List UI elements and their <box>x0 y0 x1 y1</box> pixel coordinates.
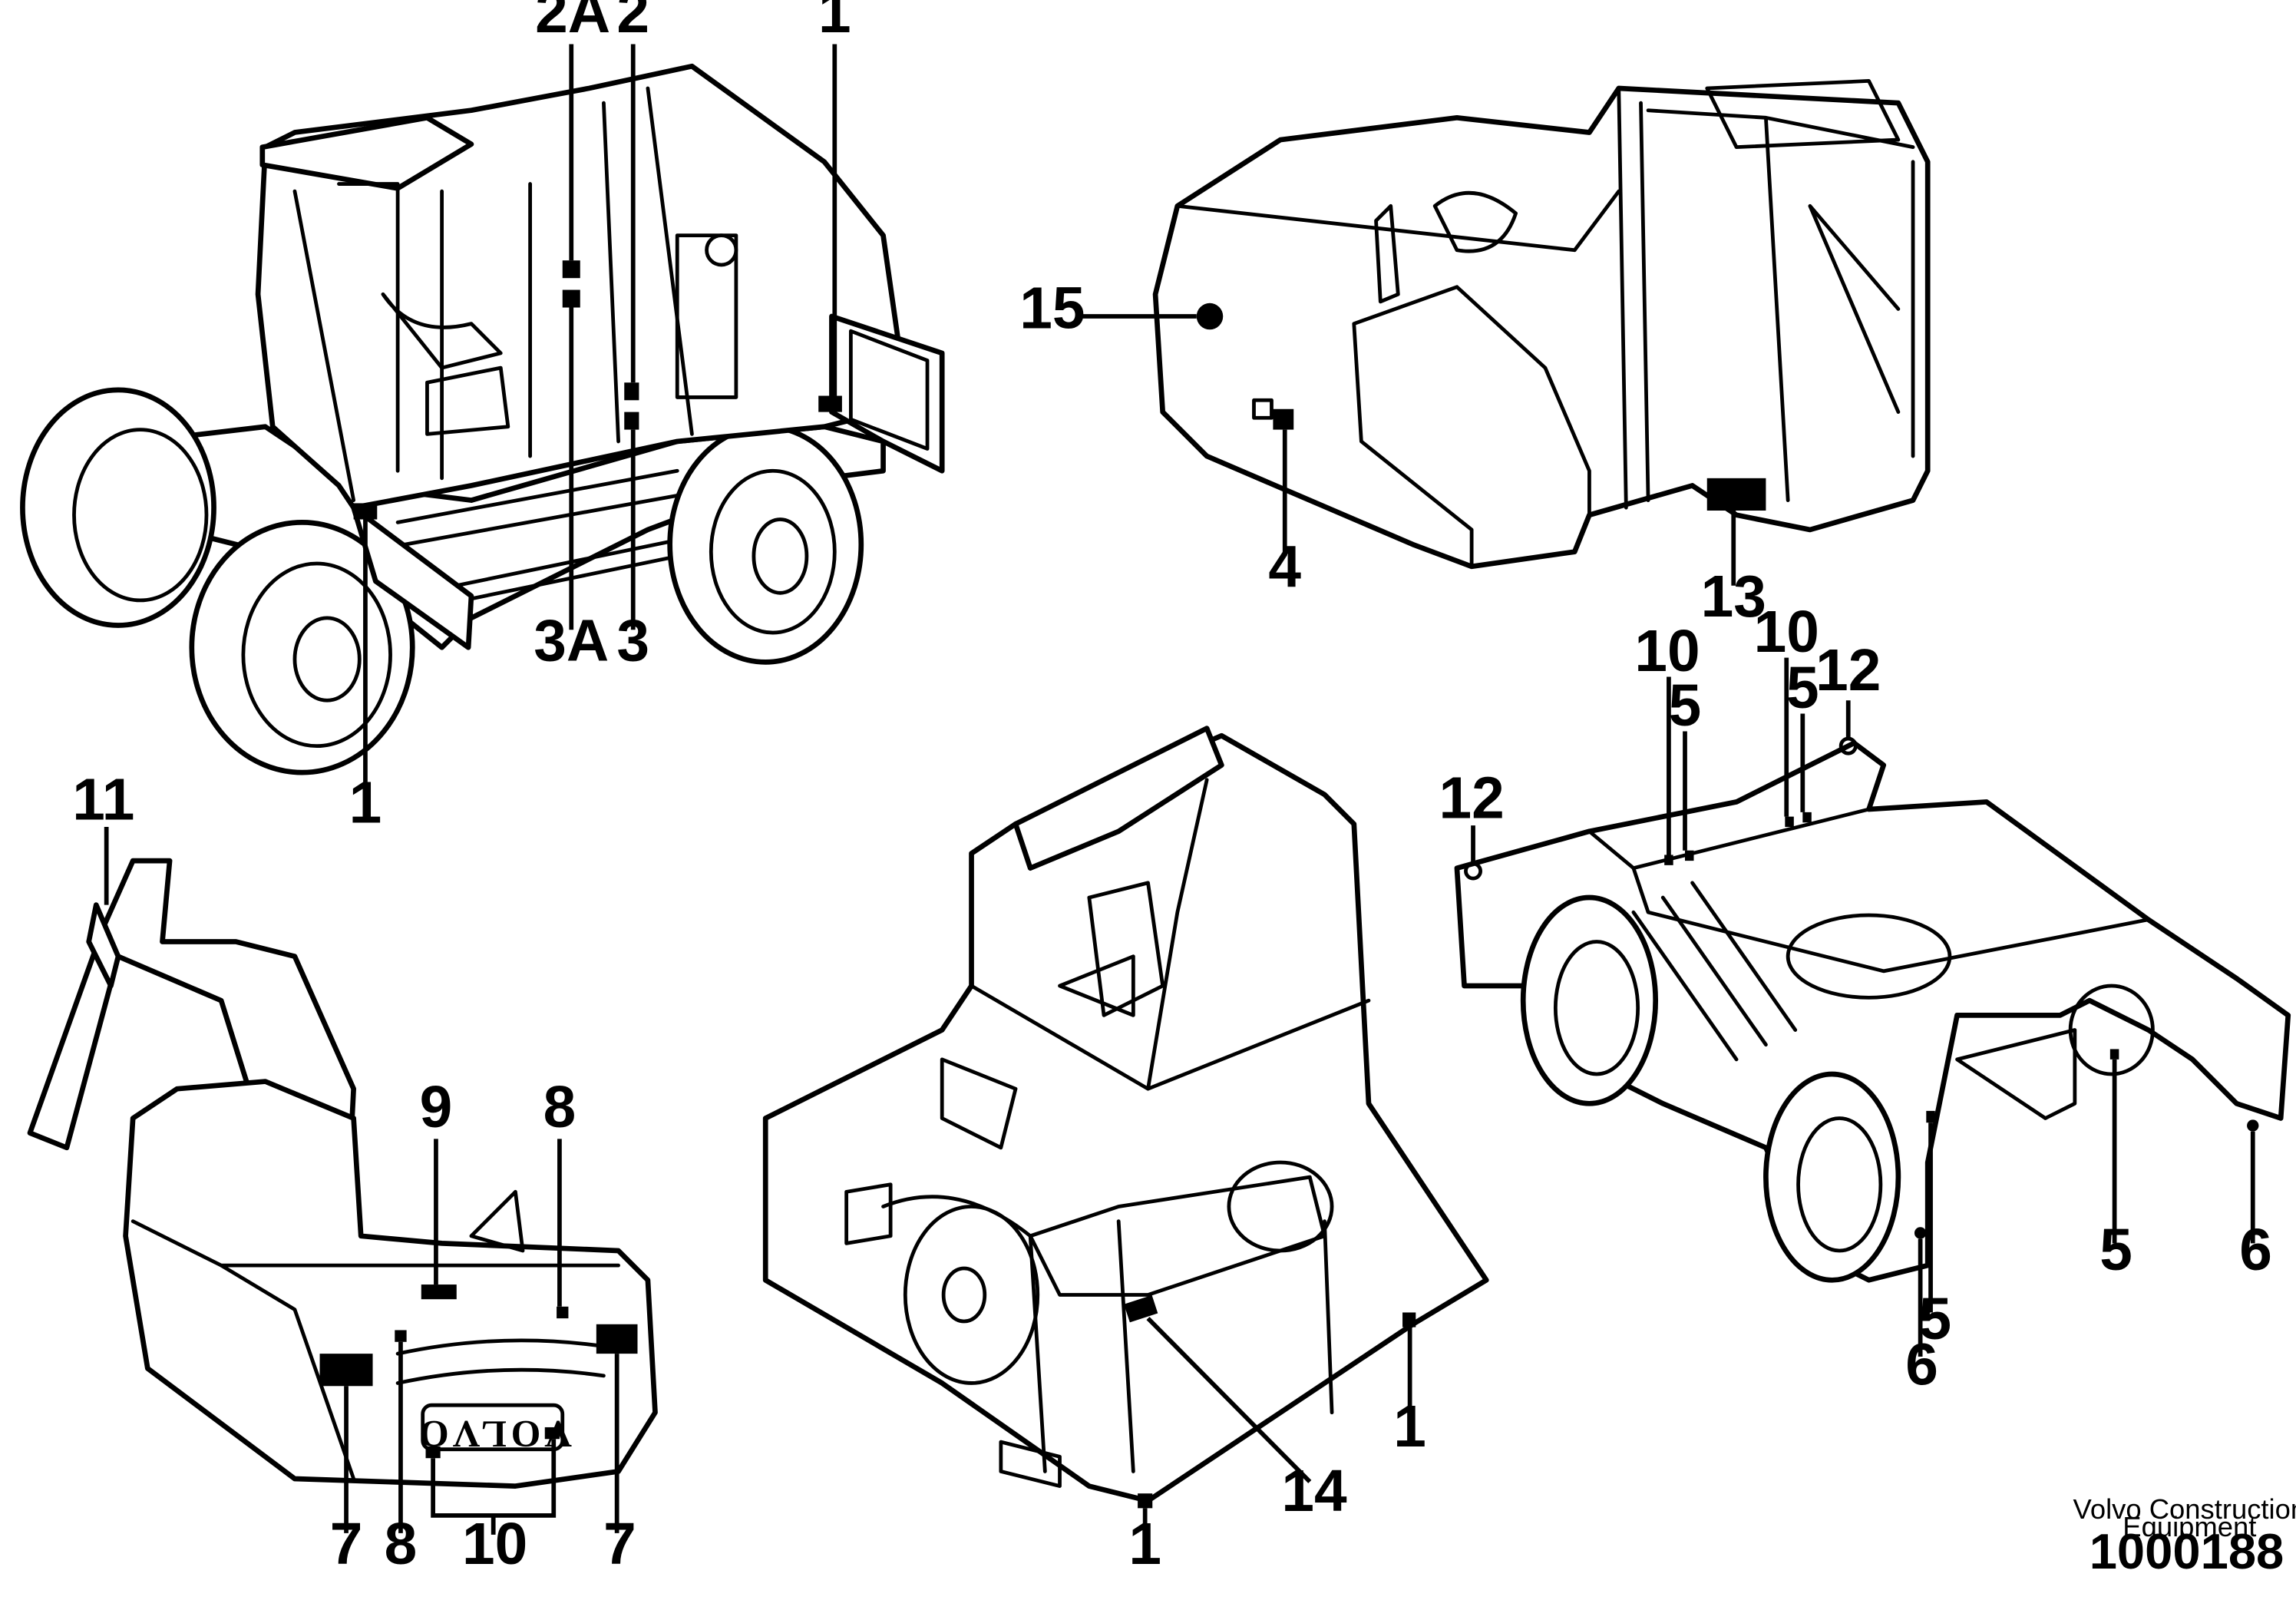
callout-7-right: 7 <box>603 1512 636 1577</box>
reference-number: 1000188 <box>2090 1523 2284 1579</box>
callout-8-bottom: 8 <box>385 1512 418 1577</box>
callout-1-bottom-center: 1 <box>1128 1512 1161 1577</box>
callout-9: 9 <box>420 1075 453 1140</box>
callout-14: 14 <box>1281 1459 1347 1524</box>
callout-5-bottom-center: 5 <box>1918 1287 1951 1352</box>
callout-10-left: 10 <box>1634 619 1700 684</box>
callout-1-top: 1 <box>818 0 851 45</box>
callout-6-center: 6 <box>1905 1332 1938 1397</box>
callout-15: 15 <box>1019 276 1085 341</box>
view-excavator-rear-boom: VOLVO 11 9 8 7 8 10 7 <box>27 767 658 1577</box>
view-upper-structure-rear: 15 4 13 <box>1019 79 1931 630</box>
callout-10-right: 10 <box>1754 600 1819 665</box>
callout-13: 13 <box>1701 564 1766 630</box>
publisher-line-2: Equipment <box>2123 1511 2256 1542</box>
callout-12-left: 12 <box>1439 766 1504 831</box>
callout-6-right: 6 <box>2239 1218 2272 1283</box>
callout-5-bottom-right: 5 <box>2099 1218 2132 1283</box>
callout-4: 4 <box>1268 535 1301 600</box>
callout-1-right: 1 <box>1393 1394 1426 1460</box>
view-upper-frame-engine: 1 14 1 <box>762 726 1489 1577</box>
view-undercarriage-blades: 10 10 5 5 12 12 5 6 5 6 <box>1439 600 2291 1397</box>
callout-2: 2 <box>616 0 649 45</box>
publisher-line-1: Volvo Construction <box>2073 1493 2296 1525</box>
callout-3: 3 <box>616 608 649 673</box>
callout-2A: 2A <box>535 0 610 45</box>
callout-8-top: 8 <box>543 1075 576 1140</box>
callout-3A: 3A <box>534 608 609 673</box>
callout-11: 11 <box>72 767 134 832</box>
callout-12-top: 12 <box>1815 638 1881 703</box>
callout-10: 10 <box>462 1512 527 1577</box>
publisher-block: Volvo Construction Equipment 1000188 <box>2073 1493 2296 1579</box>
callout-5-top-left: 5 <box>1669 673 1702 739</box>
callout-5-top-right: 5 <box>1786 656 1819 721</box>
callout-1-bottom: 1 <box>349 770 382 835</box>
callout-7-left: 7 <box>330 1512 363 1577</box>
view-wheeled-chassis-cab: 2A 2 1 3A 3 1 <box>20 0 945 835</box>
